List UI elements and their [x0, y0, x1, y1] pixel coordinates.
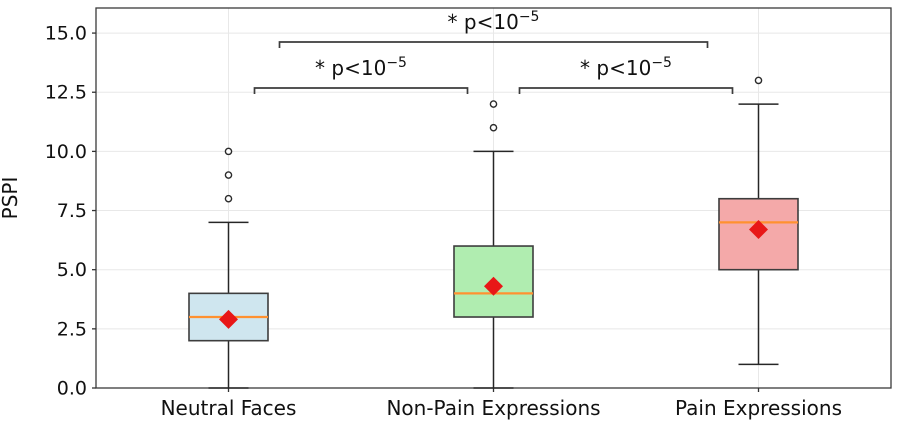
outlier-point	[224, 171, 233, 179]
y-tick-label: 0.0	[57, 378, 87, 400]
y-axis-label: PSPI	[0, 177, 22, 220]
significance-bracket	[253, 87, 469, 94]
y-tick-label: 10.0	[45, 141, 87, 163]
category-label: Pain Expressions	[675, 396, 842, 420]
box-3	[718, 197, 799, 271]
y-tick-label: 2.5	[57, 318, 87, 340]
outlier-point	[224, 147, 233, 156]
y-tick-label: 5.0	[57, 259, 87, 281]
significance-label: * p<10−5	[448, 9, 540, 34]
outlier-point	[489, 123, 498, 132]
outlier-point	[224, 194, 233, 203]
mean-marker	[484, 276, 503, 296]
mean-marker	[749, 219, 768, 239]
category-label: Non-Pain Expressions	[386, 396, 600, 420]
y-tick-label: 15.0	[45, 23, 87, 45]
significance-label: * p<10−5	[580, 55, 672, 80]
significance-bracket	[518, 87, 734, 94]
outlier-point	[754, 76, 763, 85]
category-label: Neutral Faces	[161, 396, 297, 420]
mean-marker	[219, 309, 238, 329]
significance-bracket	[278, 41, 709, 48]
y-tick-label: 12.5	[45, 82, 87, 104]
y-tick-label: 7.5	[57, 200, 87, 222]
significance-label: * p<10−5	[315, 55, 407, 80]
outlier-point	[489, 100, 498, 108]
